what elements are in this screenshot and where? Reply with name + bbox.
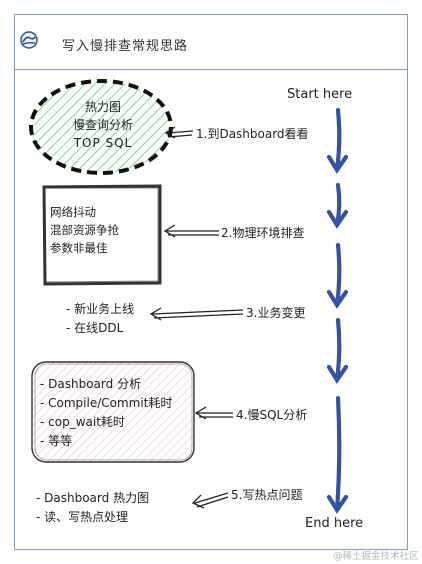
- box2-line: 网络抖动: [50, 205, 96, 219]
- list-item: - 在线DDL: [66, 321, 124, 335]
- wave-logo-icon: [20, 31, 38, 49]
- flow-arrow-4: [326, 317, 349, 384]
- list-item: - 读、写热点处理: [36, 510, 129, 524]
- list-item: - 等等: [40, 434, 73, 448]
- dashboard-blob: [29, 79, 173, 175]
- blob-text: 热力图 慢查询分析 TOP SQL: [48, 98, 158, 152]
- step-label-1: 1.到Dashboard看看: [196, 127, 309, 141]
- physical-box: [42, 184, 162, 286]
- arrow-step5: [191, 492, 229, 509]
- list-item: - Dashboard 分析: [40, 377, 142, 391]
- list-item: - cop_wait耗时: [40, 415, 125, 429]
- watermark: @稀土掘金技术社区: [333, 551, 419, 562]
- list-item: - Compile/Commit耗时: [40, 396, 173, 410]
- hotspot-list: - Dashboard 热力图 - 读、写热点处理: [36, 489, 149, 527]
- arrow-step1: [164, 126, 194, 139]
- flow-arrow-3: [326, 242, 349, 309]
- physical-box-text: 网络抖动 混部资源争抢 参数非最佳: [50, 203, 119, 257]
- blob-line: 热力图: [84, 100, 121, 114]
- slow-sql-list: - Dashboard 分析 - Compile/Commit耗时 - cop_…: [40, 375, 172, 451]
- step-label-2: 2.物理环境排查: [221, 226, 305, 240]
- end-label: End here: [305, 516, 364, 531]
- list-item: - Dashboard 热力图: [36, 491, 150, 505]
- box2-line: 混部资源争抢: [50, 223, 119, 237]
- slow-sql-box: [31, 361, 195, 463]
- blob-line: TOP SQL: [73, 136, 133, 150]
- flow-arrow-2: [326, 182, 349, 229]
- flow-arrow-5: [326, 395, 349, 514]
- flow-arrow-1: [326, 107, 349, 174]
- step-label-4: 4.慢SQL分析: [236, 408, 308, 422]
- flow-arrows: [326, 107, 349, 514]
- arrow-step3: [149, 307, 244, 321]
- blob-line: 慢查询分析: [72, 118, 133, 132]
- start-label: Start here: [287, 87, 353, 102]
- diagram-frame: [14, 14, 408, 550]
- box2-line: 参数非最佳: [50, 241, 108, 255]
- step-label-5: 5.写热点问题: [231, 488, 303, 502]
- page-title: 写入慢排查常规思路: [62, 39, 189, 54]
- arrow-step4: [194, 406, 233, 420]
- title-bar: [14, 14, 408, 70]
- step-label-3: 3.业务变更: [246, 306, 306, 320]
- arrow-step2: [163, 224, 219, 238]
- list-item: - 新业务上线: [66, 302, 135, 316]
- connector-arrows: [149, 126, 244, 509]
- business-change-list: - 新业务上线 - 在线DDL: [66, 300, 134, 338]
